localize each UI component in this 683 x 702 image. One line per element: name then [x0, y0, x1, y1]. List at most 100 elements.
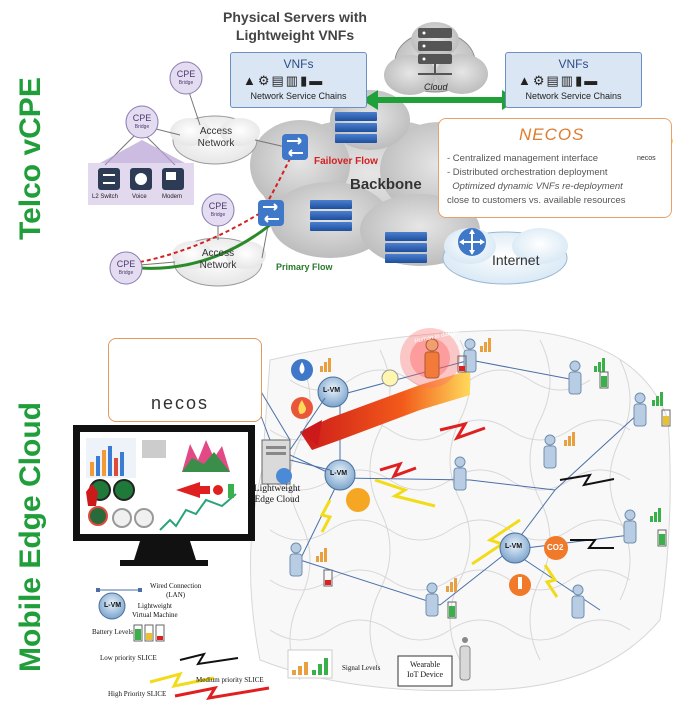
- legend-battery-label: Battery Levels: [92, 628, 134, 636]
- cpe-bridge-4: [109, 251, 143, 285]
- legend-high-slice-label: High Priority SLICE: [108, 690, 167, 698]
- l2-switch-icon: [98, 168, 120, 190]
- necos-bullet-3: Optimized dynamic VNFs re-deployment: [447, 181, 623, 192]
- low-slice-link-2: [570, 539, 614, 549]
- server-stack-2: [310, 200, 352, 231]
- co2-sensor-icon: [544, 536, 568, 560]
- lvm-label-3: L-VM: [505, 543, 523, 550]
- high-slice-link-2: [439, 421, 486, 441]
- router-icon: [458, 228, 486, 256]
- lvm-label-1: L-VM: [323, 387, 341, 394]
- legend-graphics: [96, 588, 471, 701]
- necos-bullet-1: - Centralized management interface: [447, 153, 599, 164]
- device-label-voice: Voice: [132, 194, 147, 200]
- cpe-device-connector: [100, 140, 185, 163]
- servers-heading-line2: Lightweight VNFs: [235, 27, 355, 43]
- vnf-icons-row: ▲⚙▤▥▮▬: [518, 73, 600, 88]
- switch-icon-2: [258, 200, 284, 226]
- vnf-box-right-title: VNFs: [558, 57, 589, 71]
- user-figure: [633, 392, 647, 427]
- lightweight-edge-cloud-label: Lightweight Edge Cloud: [253, 484, 301, 505]
- user-figure: [453, 456, 467, 491]
- sound-sensor-icon: [346, 488, 370, 512]
- medium-slice-link-4: [319, 499, 333, 533]
- monitor-dashboard: [73, 425, 255, 566]
- vnf-box-right: VNFs ▲⚙▤▥▮▬ Network Service Chains: [505, 52, 642, 108]
- cpe-bridge-1: [169, 61, 203, 95]
- access-network-cloud-1: [170, 115, 260, 165]
- internet-label: Internet: [492, 252, 540, 268]
- primary-flow-path: [139, 223, 271, 270]
- medium-slice-link: [374, 478, 436, 508]
- light-sensor-icon: [381, 369, 399, 387]
- servers-heading: Physical Servers with Lightweight VNFs: [220, 8, 370, 44]
- device-label-modem: Modem: [162, 194, 183, 200]
- lvm-node-3: [499, 532, 531, 564]
- lvm-node-1: [317, 376, 349, 408]
- device-label-l2-switch: L2 Switch: [92, 194, 119, 200]
- edge-cloud-server: [261, 439, 292, 485]
- vnf-icons-row: ▲⚙▤▥▮▬: [243, 73, 325, 88]
- cpe-bridge-2: [125, 105, 159, 139]
- user-figure: [623, 509, 637, 544]
- failover-flow-label: Failover Flow: [314, 156, 378, 167]
- legend-medium-slice-label: Medium priority SLICE: [196, 676, 264, 684]
- legend-wired-label: Wired Connection (LAN): [150, 582, 202, 599]
- necos-logo-text-bottom: necos: [151, 393, 210, 413]
- switch-icon-1: [282, 134, 308, 160]
- co2-label: CO2: [547, 543, 564, 552]
- legend-low-slice-label: Low priority SLICE: [100, 654, 157, 662]
- cpe-bridge-3: [201, 193, 235, 227]
- lvm-label-2: L-VM: [330, 470, 348, 477]
- legend-lvm-label: L-VM: [104, 602, 122, 609]
- server-stack-1: [335, 112, 377, 143]
- legend-lvm-desc: Lightweight Virtual Machine: [132, 602, 178, 619]
- legend-wearable-label: Wearable IoT Device: [406, 660, 444, 679]
- server-stack-3: [385, 232, 427, 263]
- medium-slice-link-2: [471, 518, 521, 566]
- user-figure: [571, 584, 585, 619]
- access-network-label-1: Access Network: [197, 126, 235, 149]
- primary-flow-label: Primary Flow: [276, 262, 333, 272]
- necos-bullet-2: - Distributed orchestration deployment: [447, 167, 608, 178]
- vnf-box-left: VNFs ▲⚙▤▥▮▬ Network Service Chains: [230, 52, 367, 108]
- user-figure: [425, 582, 439, 617]
- user-figure: [543, 434, 557, 469]
- vnf-box-left-title: VNFs: [283, 57, 314, 71]
- human-in-danger-figure: [424, 338, 440, 379]
- cloud-label: Cloud: [424, 82, 448, 92]
- necos-logo-text-top: necos: [637, 155, 656, 162]
- low-slice-link: [559, 473, 615, 487]
- user-figure: [568, 360, 582, 395]
- necos-info-box: NECOS necos - Centralized management int…: [438, 118, 672, 218]
- modem-icon: [162, 168, 184, 190]
- servers-heading-line1: Physical Servers with: [223, 9, 367, 25]
- user-figure: [289, 542, 303, 577]
- vnf-box-right-caption: Network Service Chains: [525, 91, 622, 101]
- necos-info-title: NECOS: [519, 125, 585, 144]
- alert-arrow-head: [300, 420, 322, 446]
- lvm-node-2: [324, 459, 356, 491]
- access-network-label-2: Access Network: [199, 248, 237, 271]
- vnf-box-left-caption: Network Service Chains: [250, 91, 347, 101]
- signal-bars-indicators: [316, 338, 663, 592]
- legend-signal-label: Signal Levels: [342, 664, 381, 672]
- failover-flow-path: [139, 149, 295, 263]
- necos-logo-box: necos: [108, 338, 262, 422]
- lvm-legend-node: [98, 592, 126, 620]
- battery-indicators: [323, 355, 671, 619]
- cloud-server-icon: [418, 28, 452, 75]
- voice-icon: [130, 168, 152, 190]
- emergency-alert-arrow: [300, 370, 470, 450]
- necos-bullet-4: close to customers vs. available resourc…: [447, 195, 626, 206]
- user-figure: [463, 338, 477, 373]
- backbone-label: Backbone: [350, 176, 422, 193]
- users-group: [289, 338, 647, 619]
- medium-slice-link-3: [543, 564, 559, 598]
- high-slice-link: [379, 461, 417, 479]
